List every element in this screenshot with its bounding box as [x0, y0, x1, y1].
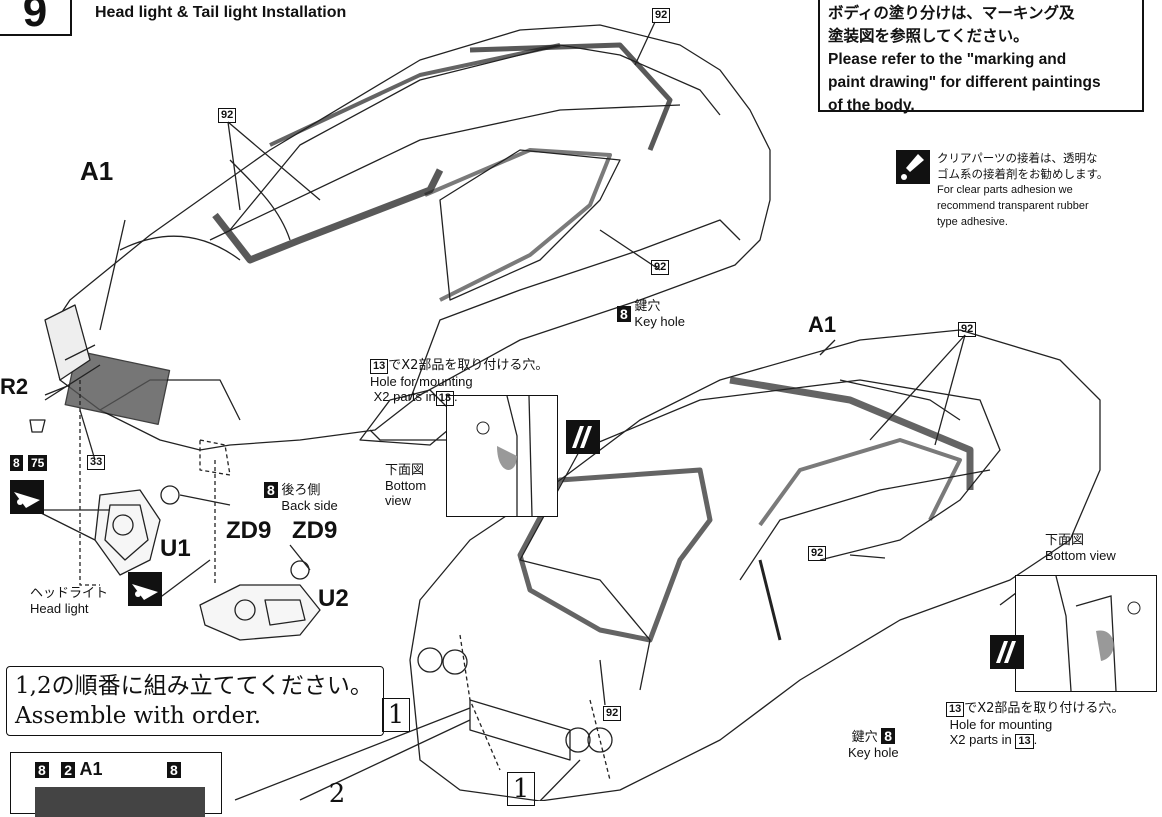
part-tag-8-key-bottom: 8 — [881, 728, 896, 744]
glue-note: クリアパーツの接着は、透明な ゴム系の接着剤をお勧めします。 For clear… — [937, 150, 1157, 230]
bottom-view-label-lower: 下面図 Bottom view — [1045, 532, 1116, 563]
part-tag-92-door: 92 — [651, 260, 670, 275]
mount-hole-period-upper: . — [454, 389, 458, 404]
part-tag-92-left: 92 — [218, 108, 237, 123]
bottom-view-ja-upper: 下面図 — [385, 463, 425, 478]
part-tag-13-lower: 13 — [946, 702, 965, 717]
brush-icon-left — [10, 480, 44, 514]
paint-note-en-2: paint drawing" for different paintings — [828, 74, 1101, 91]
glue-note-ja-2: ゴム系の接着剤をお勧めします。 — [937, 167, 1109, 181]
part-label-a1-strip: A1 — [79, 759, 103, 779]
assembly-order-ja: 1,2の順番に組み立ててください。 — [15, 673, 373, 699]
brush-icon-center — [128, 572, 162, 606]
bottom-view-ja-lower: 下面図 — [1045, 533, 1085, 548]
paint-note-en-3: of the body. — [828, 97, 915, 114]
paint-note-ja-1: ボディの塗り分けは、マーキング及 — [828, 4, 1075, 22]
head-light-label: ヘッドライト Head light — [30, 585, 108, 616]
part-tag-92-right-door: 92 — [808, 546, 827, 561]
bottom-view-en-lower: Bottom view — [1045, 548, 1116, 563]
paint-note-en-1: Please refer to the "marking and — [828, 51, 1067, 68]
back-side-ja: 後ろ側 — [281, 483, 321, 498]
back-side-label: 8 後ろ側 Back side — [264, 482, 338, 513]
assembly-order-en: Assemble with order. — [15, 703, 262, 729]
step-title: Head light & Tail light Installation — [95, 4, 347, 21]
glue-icon — [896, 150, 930, 184]
bottom-view-inset-lower — [1015, 575, 1157, 692]
u2-headlight — [199, 584, 321, 641]
part-label-u1: U1 — [160, 535, 191, 562]
part-tag-8-strip-left: 8 — [35, 762, 49, 778]
part-label-zd9-right: ZD9 — [292, 517, 338, 544]
key-hole-label-bottom: 鍵穴 8 Key hole — [848, 728, 899, 760]
key-hole-en-top: Key hole — [634, 314, 686, 329]
paint-note-box: ボディの塗り分けは、マーキング及 塗装図を参照してください。 Please re… — [818, 0, 1144, 114]
glue-drop-icon — [901, 154, 924, 180]
bottom-part-panel: 8 2 A1 8 — [10, 752, 222, 817]
mount-hole-en1-lower: Hole for mounting — [949, 717, 1053, 732]
head-light-ja: ヘッドライト — [30, 586, 109, 601]
part-label-r2: R2 — [0, 374, 29, 399]
bottom-part-shape — [35, 787, 205, 817]
part-tag-13-lower-2: 13 — [1015, 734, 1034, 749]
assembly-order-box: 1,2の順番に組み立ててください。 Assemble with order. — [6, 666, 384, 736]
part-label-a1: A1 — [80, 156, 114, 186]
paint-tool-icon-lower — [990, 635, 1024, 669]
key-hole-ja-bottom: 鍵穴 — [851, 730, 878, 745]
key-hole-ja-top: 鍵穴 — [634, 299, 661, 314]
head-light-en: Head light — [30, 601, 89, 616]
part-tag-92-top: 92 — [652, 8, 671, 23]
glue-note-en-3: type adhesive. — [937, 216, 1008, 228]
part-tag-75: 75 — [28, 455, 48, 471]
bottom-view-en1-upper: Bottom — [385, 478, 427, 493]
mount-hole-ja-upper: でX2部品を取り付ける穴。 — [388, 358, 549, 373]
mount-hole-en1-upper: Hole for mounting — [370, 374, 473, 389]
lower-car-outline — [409, 329, 1101, 801]
part-label-zd9-left: ZD9 — [226, 517, 272, 544]
paint-note-ja-2: 塗装図を参照してください。 — [828, 27, 1029, 45]
u1-headlight — [94, 489, 161, 576]
bottom-view-en2-upper: view — [385, 493, 412, 508]
part-label-a1-right: A1 — [808, 312, 837, 337]
part-tag-8-r2: 8 — [10, 455, 23, 471]
part-label-u2: U2 — [318, 585, 349, 612]
bottom-view-inset-upper — [446, 395, 558, 517]
key-hole-label-top: 8 鍵穴 Key hole — [617, 298, 685, 329]
key-hole-en-bottom: Key hole — [848, 745, 899, 760]
order-step-1-left: 1 — [382, 698, 410, 732]
part-tag-13-upper: 13 — [370, 359, 389, 374]
glue-note-ja-1: クリアパーツの接着は、透明な — [937, 151, 1098, 165]
part-tag-8-back: 8 — [264, 482, 278, 498]
glue-note-en-2: recommend transparent rubber — [937, 200, 1089, 212]
bottom-part-tags: 8 2 A1 8 — [35, 759, 181, 780]
mount-hole-period-lower: . — [1033, 732, 1038, 747]
part-tag-8-key-top: 8 — [617, 305, 631, 322]
bottom-view-label-upper: 下面図 Bottom view — [385, 462, 426, 508]
paint-tool-icon-upper — [566, 420, 600, 454]
mount-hole-en2-lower: X2 parts in — [949, 732, 1012, 747]
part-tag-2-strip: 2 — [61, 762, 76, 778]
part-tag-13-upper-2: 13 — [435, 391, 455, 406]
part-tag-92-hood: 92 — [603, 706, 622, 721]
part-tag-8-strip-right: 8 — [166, 762, 181, 778]
part-tag-92-right-roof: 92 — [958, 322, 977, 337]
step-number: 9 — [0, 0, 72, 36]
back-side-en: Back side — [281, 498, 338, 513]
glue-note-en-1: For clear parts adhesion we — [937, 184, 1073, 196]
mount-hole-ja-lower: でX2部品を取り付ける穴。 — [964, 701, 1125, 716]
mount-hole-en2-upper: X2 parts in — [373, 389, 436, 404]
order-step-2-bottom: 2 — [328, 779, 346, 809]
part-tag-33: 33 — [87, 455, 106, 470]
